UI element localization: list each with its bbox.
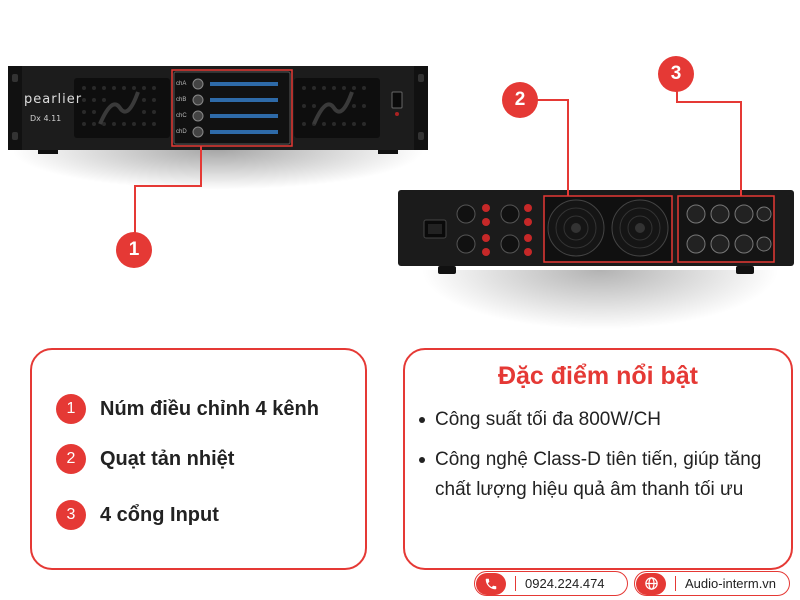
features-title: Đặc điểm nổi bật [497,362,699,390]
component-item: 1 Núm điều chỉnh 4 kênh [56,394,319,424]
callout-2-line [567,99,569,196]
feature-bullet: Công nghệ Class-D tiên tiến, giúp tăng c… [419,445,779,505]
divider [515,576,516,591]
callout-3: 3 [658,56,694,92]
divider [675,576,676,591]
phone-icon [476,572,506,595]
feature-text: Công suất tối đa 800W/CH [435,409,662,430]
component-label: Quạt tản nhiệt [100,447,235,470]
channel-label: chD [176,129,187,135]
component-item: 2 Quạt tản nhiệt [56,444,234,474]
features-list: Công suất tối đa 800W/CH Công nghệ Class… [419,405,779,515]
callout-3-line [676,101,741,103]
feature-text: Công nghệ Class-D tiên tiến, giúp tăng c… [435,449,762,500]
callout-2: 2 [502,82,538,118]
component-item: 3 4 cổng Input [56,500,219,530]
callout-1-line [134,185,202,187]
phone-contact[interactable]: 0924.224.474 [474,571,628,596]
brand-logo: pearlier [24,92,83,107]
website-contact[interactable]: Audio-interm.vn [634,571,790,596]
website-link[interactable]: Audio-interm.vn [685,576,777,591]
callout-3-line [676,90,678,102]
component-number: 1 [56,394,86,424]
component-label: Núm điều chỉnh 4 kênh [100,397,319,420]
bullet-dot [419,417,425,423]
rear-amplifier-image [398,186,794,278]
phone-number[interactable]: 0924.224.474 [525,576,605,591]
callout-2-line [536,99,568,101]
channel-label: chC [176,113,187,119]
channel-label: chA [176,81,187,87]
callout-3-line [740,101,742,196]
channel-label: chB [176,97,187,103]
feature-bullet: Công suất tối đa 800W/CH [419,405,779,435]
callout-1: 1 [116,232,152,268]
front-amplifier-shadow [10,150,426,190]
component-label: 4 cổng Input [100,503,219,526]
features-panel: Đặc điểm nổi bật Công suất tối đa 800W/C… [403,348,793,570]
component-number: 2 [56,444,86,474]
channel-labels: chA chB chC chD [176,78,196,142]
bullet-dot [419,457,425,463]
callout-1-line [134,185,136,233]
rear-amplifier-shadow [420,270,780,330]
front-amplifier-image: pearlier Dx 4.11 chA chB chC chD [8,62,428,154]
globe-icon [636,572,666,595]
model-label: Dx 4.11 [30,114,62,123]
component-number: 3 [56,500,86,530]
components-panel: 1 Núm điều chỉnh 4 kênh 2 Quạt tản nhiệt… [30,348,367,570]
callout-1-line [200,146,202,186]
